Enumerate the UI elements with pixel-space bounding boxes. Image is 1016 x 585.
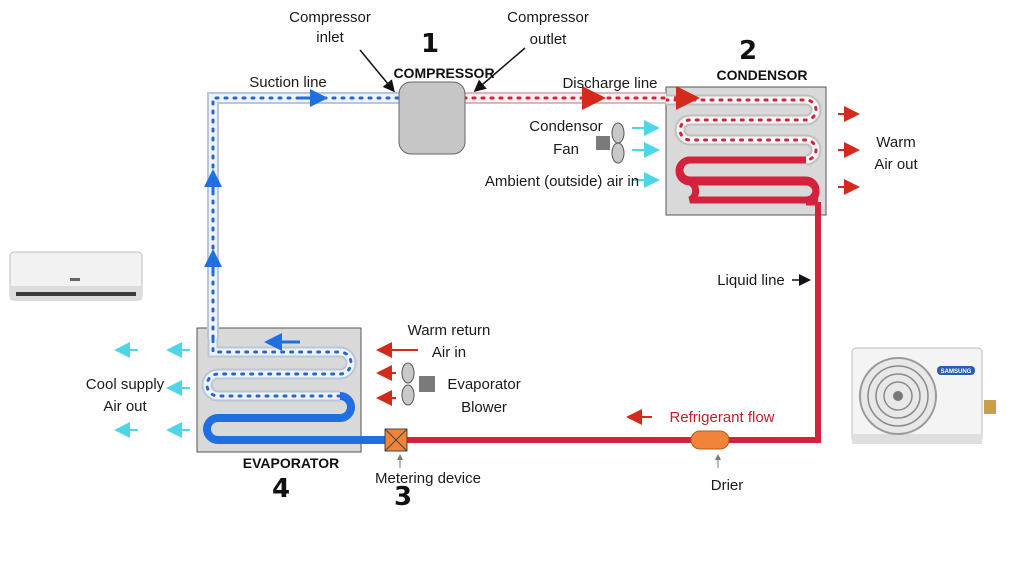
compressor-inlet-label-2: inlet — [316, 29, 344, 46]
indoor-unit-image — [9, 251, 143, 301]
condensor-fan-icon — [596, 122, 625, 164]
compressor-inlet-pointer — [359, 49, 395, 93]
evaporator-blower-label-2: Blower — [461, 399, 507, 416]
liquid-line-pipe — [727, 202, 821, 443]
ambient-air-label: Ambient (outside) air in — [485, 173, 639, 190]
evaporator-coil-liquid — [203, 392, 387, 444]
compressor-title: COMPRESSOR — [393, 65, 494, 81]
step-number-3: 3 — [394, 482, 412, 512]
compressor-outlet-pointer — [473, 47, 526, 92]
condensor-box — [665, 86, 827, 216]
warm-return-label-2: Air in — [432, 344, 466, 361]
condensor-fan-label-2: Fan — [553, 141, 579, 158]
metering-device-label: Metering device — [375, 470, 481, 487]
compressor-outlet-label-1: Compressor — [507, 9, 589, 26]
cool-supply-label-2: Air out — [103, 398, 147, 415]
suction-line-pipe — [207, 92, 400, 338]
warm-air-out-label-1: Warm — [876, 134, 915, 151]
liquid-line-label: Liquid line — [717, 272, 785, 289]
evaporator-title: EVAPORATOR — [243, 455, 339, 471]
step-number-1: 1 — [421, 29, 439, 59]
cool-supply-label-1: Cool supply — [86, 376, 165, 393]
metering-device — [384, 428, 408, 452]
evaporator-blower-icon — [401, 362, 435, 406]
outdoor-unit-image: SAMSUNG — [851, 347, 996, 444]
warm-return-label-1: Warm return — [408, 322, 491, 339]
samsung-logo: SAMSUNG — [941, 369, 972, 375]
condensor-title: CONDENSOR — [716, 67, 807, 83]
drier-label: Drier — [711, 477, 744, 494]
compressor-inlet-label-1: Compressor — [289, 9, 371, 26]
compressor-body — [398, 81, 466, 155]
warm-air-out-label-2: Air out — [874, 156, 918, 173]
compressor-outlet-label-2: outlet — [530, 31, 568, 48]
drier — [690, 430, 730, 450]
refrigerant-flow-label: Refrigerant flow — [669, 409, 774, 426]
condensor-fan-label-1: Condensor — [529, 118, 602, 135]
discharge-line-label: Discharge line — [562, 75, 657, 92]
step-number-4: 4 — [272, 474, 290, 504]
suction-line-label: Suction line — [249, 74, 327, 91]
evaporator-blower-label-1: Evaporator — [447, 376, 520, 393]
step-number-2: 2 — [739, 36, 757, 66]
